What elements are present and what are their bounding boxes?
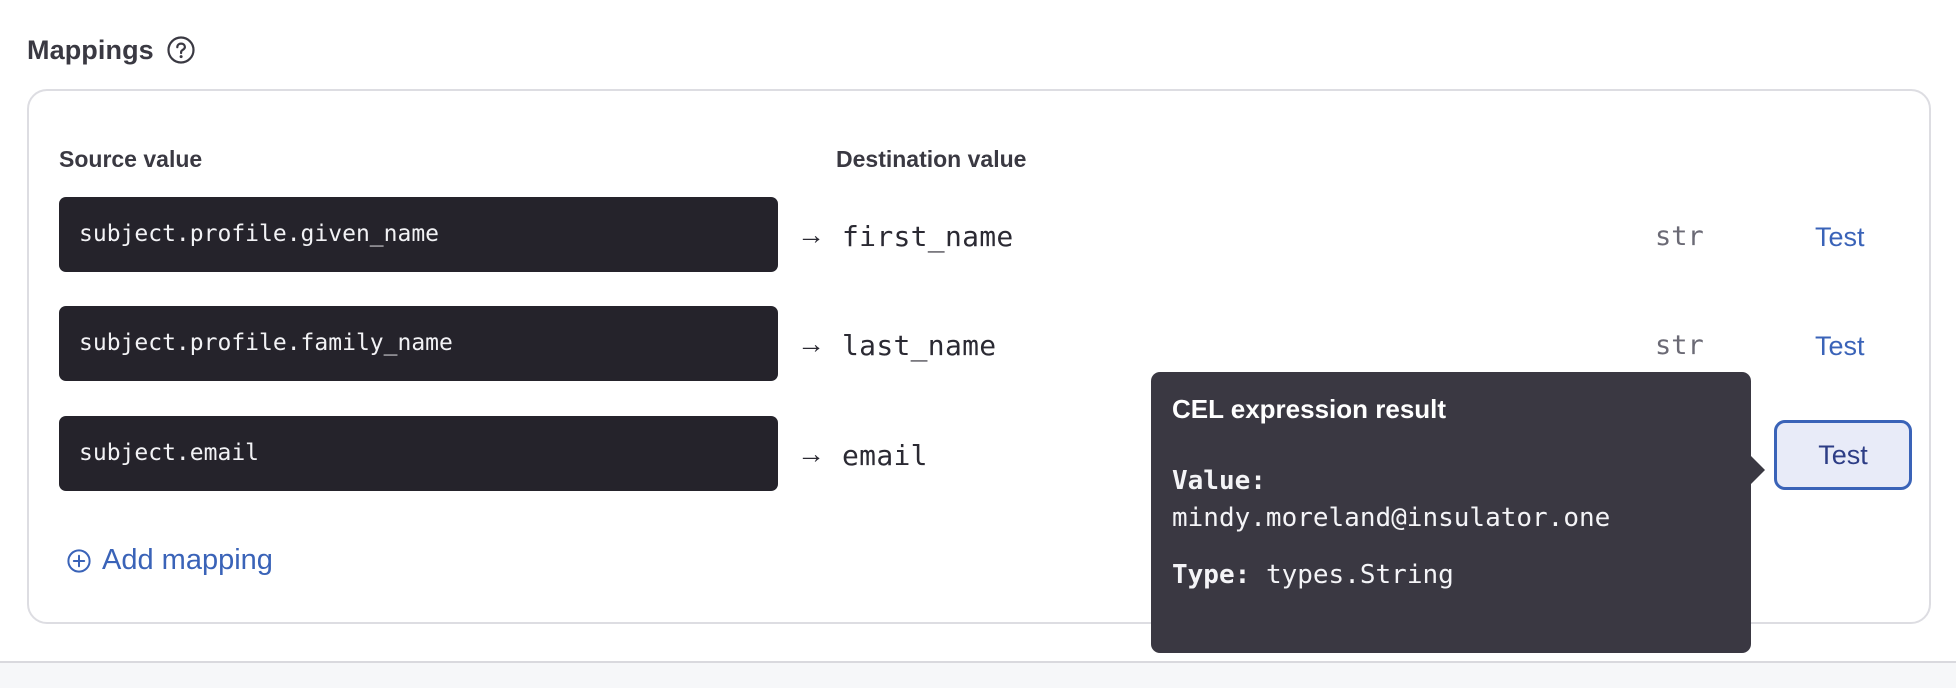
source-expression-field[interactable]: subject.profile.given_name [59, 197, 778, 272]
tooltip-title: CEL expression result [1172, 394, 1447, 424]
mappings-header: Mappings [27, 32, 196, 68]
tooltip-value: mindy.moreland@insulator.one [1172, 503, 1611, 533]
footer-strip [0, 661, 1956, 688]
add-mapping-button[interactable]: Add mapping [66, 544, 273, 577]
arrow-icon: → [797, 328, 825, 359]
test-button-active[interactable]: Test [1774, 420, 1912, 490]
source-expression-field[interactable]: subject.email [59, 416, 778, 491]
mapping-row: subject.profile.family_name → last_name … [0, 306, 1956, 382]
cel-result-tooltip: CEL expression result Value: mindy.morel… [1151, 372, 1765, 653]
type-label: str [1655, 330, 1704, 361]
add-mapping-label: Add mapping [102, 544, 273, 576]
destination-field: first_name [842, 220, 1014, 253]
type-label: str [1655, 221, 1704, 252]
destination-value-header: Destination value [836, 146, 1027, 172]
question-circle-icon[interactable] [166, 35, 196, 65]
destination-field: last_name [842, 329, 997, 362]
source-value-header: Source value [59, 146, 203, 172]
mapping-row: subject.email → email [0, 416, 1956, 492]
plus-circle-icon [66, 548, 92, 574]
source-expression-field[interactable]: subject.profile.family_name [59, 306, 778, 381]
section-title: Mappings [27, 34, 154, 65]
tooltip-type: Type: types.String [1172, 560, 1454, 590]
destination-field: email [842, 439, 928, 472]
mapping-row: subject.profile.given_name → first_name … [0, 197, 1956, 273]
arrow-icon: → [797, 438, 825, 469]
tooltip-value-label: Value: [1172, 466, 1266, 496]
arrow-icon: → [797, 219, 825, 250]
test-button[interactable]: Test [1815, 222, 1865, 252]
test-button[interactable]: Test [1815, 331, 1865, 361]
